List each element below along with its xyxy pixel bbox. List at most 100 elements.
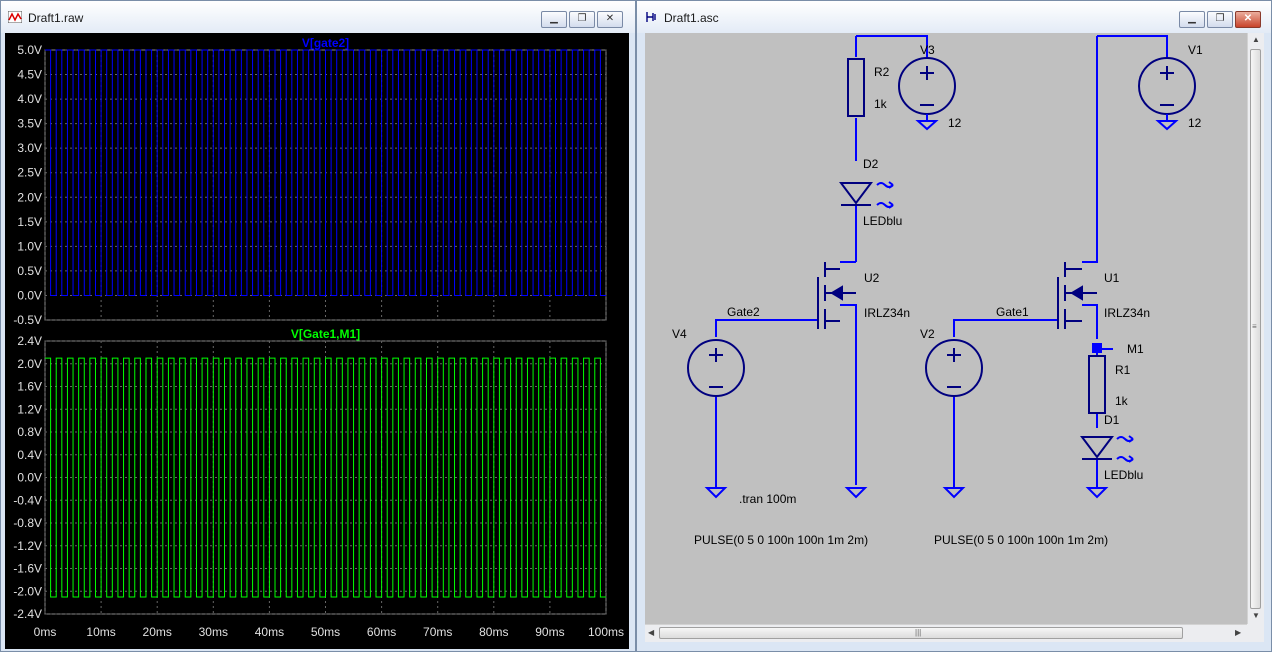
x-tick-label: 0ms <box>34 625 57 639</box>
minimize-button[interactable]: ▁ <box>541 11 567 28</box>
label-net-gate1: Gate1 <box>996 305 1029 319</box>
label-d2-value: LEDblu <box>863 214 902 228</box>
waveform-trace <box>45 357 606 598</box>
x-tick-label: 40ms <box>255 625 284 639</box>
close-button[interactable]: ✕ <box>597 11 623 28</box>
close-button[interactable]: ✕ <box>1235 11 1261 28</box>
schematic-window[interactable]: Draft1.asc ▁ ❐ ✕ <box>636 0 1272 652</box>
y-tick-label: -0.5V <box>13 313 42 327</box>
y-tick-label: 2.4V <box>17 334 42 348</box>
wires <box>715 35 1168 488</box>
y-tick-label: 2.0V <box>17 190 42 204</box>
scroll-up-arrow[interactable]: ▲ <box>1252 35 1260 44</box>
voltage-source-v1[interactable] <box>1138 57 1196 131</box>
scroll-right-arrow[interactable]: ▶ <box>1235 628 1242 637</box>
y-tick-label: -0.4V <box>13 493 42 507</box>
waveform-trace <box>45 49 606 296</box>
window-titlebar[interactable]: Draft1.raw ▁ ❐ ✕ <box>1 1 635 33</box>
net-node-m1[interactable] <box>1092 343 1102 353</box>
voltage-source-v3[interactable] <box>898 57 956 131</box>
label-d2: D2 <box>863 157 879 171</box>
y-tick-label: 3.5V <box>17 117 42 131</box>
scroll-corner <box>1247 624 1264 642</box>
label-d1: D1 <box>1104 413 1120 427</box>
label-net-m1: M1 <box>1127 342 1144 356</box>
x-tick-label: 100ms <box>588 625 624 639</box>
label-r2: R2 <box>874 65 890 79</box>
scroll-down-arrow[interactable]: ▼ <box>1252 611 1260 620</box>
label-v2-pulse: PULSE(0 5 0 100n 100n 1m 2m) <box>934 533 1108 547</box>
led-d1[interactable] <box>1080 435 1134 463</box>
y-tick-label: -2.0V <box>13 584 42 598</box>
window-titlebar[interactable]: Draft1.asc ▁ ❐ ✕ <box>637 1 1271 33</box>
vertical-scroll-thumb[interactable]: ≡ <box>1250 49 1261 609</box>
x-tick-label: 60ms <box>367 625 396 639</box>
led-d2[interactable] <box>839 181 894 209</box>
label-v3-value: 12 <box>948 116 962 130</box>
horizontal-scroll-thumb[interactable]: ||| <box>659 627 1183 639</box>
x-tick-label: 70ms <box>423 625 452 639</box>
scroll-left-arrow[interactable]: ◀ <box>648 628 655 637</box>
y-tick-label: 1.0V <box>17 239 42 253</box>
plot-canvas[interactable]: 5.0V4.5V4.0V3.5V3.0V2.5V2.0V1.5V1.0V0.5V… <box>5 33 629 649</box>
label-net-gate2: Gate2 <box>727 305 760 319</box>
y-tick-label: 1.5V <box>17 215 42 229</box>
grip-icon: ||| <box>915 628 922 637</box>
y-tick-label: 3.0V <box>17 141 42 155</box>
y-tick-label: 0.8V <box>17 425 42 439</box>
x-tick-label: 50ms <box>311 625 340 639</box>
schematic-icon <box>646 12 656 22</box>
plot-title: V[Gate1,M1] <box>291 327 360 341</box>
label-v3: V3 <box>920 43 935 57</box>
window-title: Draft1.asc <box>664 11 719 25</box>
mosfet-u2[interactable] <box>817 262 856 329</box>
minimize-button[interactable]: ▁ <box>1179 11 1205 28</box>
label-r1: R1 <box>1115 363 1131 377</box>
vertical-scrollbar[interactable]: ▲ ≡ ▼ <box>1247 33 1264 624</box>
y-tick-label: 0.5V <box>17 264 42 278</box>
y-tick-label: 1.6V <box>17 380 42 394</box>
y-tick-label: 0.4V <box>17 448 42 462</box>
y-tick-label: 5.0V <box>17 43 42 57</box>
y-tick-label: 0.0V <box>17 288 42 302</box>
grip-icon: ≡ <box>1252 322 1257 331</box>
label-u2: U2 <box>864 271 880 285</box>
waveform-icon <box>8 11 22 23</box>
y-tick-label: -0.8V <box>13 516 42 530</box>
horizontal-scrollbar[interactable]: ◀ ||| ▶ <box>645 624 1247 642</box>
mosfet-u1[interactable] <box>1057 262 1097 329</box>
schematic-canvas[interactable]: V3 12 V1 12 R2 1k D2 LEDblu U2 IRLZ34n U… <box>645 33 1247 624</box>
label-r2-value: 1k <box>874 97 888 111</box>
x-tick-label: 90ms <box>535 625 564 639</box>
ground-symbols <box>704 487 1109 499</box>
resistor-r2[interactable] <box>847 58 865 117</box>
y-tick-label: 4.5V <box>17 68 42 82</box>
label-u1: U1 <box>1104 271 1120 285</box>
x-tick-label: 30ms <box>199 625 228 639</box>
y-tick-label: -1.2V <box>13 539 42 553</box>
voltage-source-v4[interactable] <box>687 339 745 397</box>
y-tick-label: 2.5V <box>17 166 42 180</box>
label-v4-pulse: PULSE(0 5 0 100n 100n 1m 2m) <box>694 533 868 547</box>
y-tick-label: -1.6V <box>13 562 42 576</box>
y-tick-label: 2.0V <box>17 357 42 371</box>
plot-pane-gate2: 5.0V4.5V4.0V3.5V3.0V2.5V2.0V1.5V1.0V0.5V… <box>13 36 607 327</box>
y-tick-label: -2.4V <box>13 607 42 621</box>
label-v1: V1 <box>1188 43 1203 57</box>
resistor-r1[interactable] <box>1088 355 1106 414</box>
label-v2: V2 <box>920 327 935 341</box>
x-tick-label: 20ms <box>143 625 172 639</box>
x-tick-label: 80ms <box>479 625 508 639</box>
label-r1-value: 1k <box>1115 394 1129 408</box>
y-tick-label: 1.2V <box>17 402 42 416</box>
label-u1-value: IRLZ34n <box>1104 306 1150 320</box>
plot-title: V[gate2] <box>302 36 349 50</box>
restore-button[interactable]: ❐ <box>1207 11 1233 28</box>
label-v1-value: 12 <box>1188 116 1202 130</box>
y-tick-label: 0.0V <box>17 471 42 485</box>
plot-pane-gate1-m1: 2.4V 2.0V 1.6V 1.2V 0.8V 0.4V 0.0V -0.4V -0.8V -1… <box>13 327 607 621</box>
restore-button[interactable]: ❐ <box>569 11 595 28</box>
voltage-source-v2[interactable] <box>925 339 983 397</box>
